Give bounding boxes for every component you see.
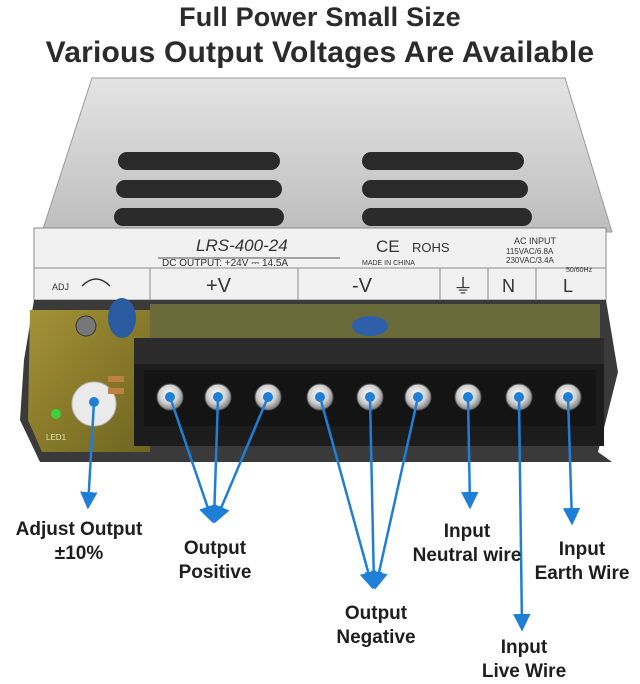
adj-label: ADJ	[52, 282, 69, 292]
callout-positive-line-2: Positive	[178, 562, 252, 583]
led-indicator	[51, 409, 61, 419]
callout-adjust-line-2: ±10%	[54, 543, 104, 564]
arrow-negative-2	[364, 396, 383, 590]
led-board-label: LED1	[46, 433, 67, 442]
arrow-adjust	[80, 401, 98, 510]
made-in-label: MADE IN CHINA	[362, 260, 415, 267]
headline-line-2: Various Output Voltages Are Available	[45, 36, 595, 69]
callout-adjust-line-1: Adjust Output	[15, 519, 143, 540]
terminal-label-live: L	[563, 276, 573, 296]
capacitor	[352, 316, 388, 336]
arrow-earth	[562, 396, 581, 526]
arrow-neutral	[460, 396, 479, 510]
arrow-live	[513, 396, 531, 632]
ac-input-230: 230VAC/3.4A	[506, 256, 555, 265]
ac-input-freq: 50/60Hz	[566, 267, 593, 274]
resistor	[108, 376, 124, 382]
adj-arc-icon	[81, 278, 111, 287]
arrow-positive-3	[213, 396, 270, 524]
callout-earth-line-1: Input	[558, 539, 606, 560]
model-label: LRS-400-24	[196, 236, 288, 255]
terminal-label-neutral: N	[502, 276, 515, 296]
callout-input-neutral: Input Neutral wire	[404, 520, 530, 568]
callout-negative-line-1: Output	[344, 603, 408, 624]
ce-mark: CE	[376, 237, 400, 256]
case-top-cover	[41, 77, 613, 233]
ac-input-title: AC INPUT	[514, 236, 557, 246]
callout-live-line-1: Input	[500, 637, 548, 658]
callout-input-earth: Input Earth Wire	[526, 538, 638, 586]
terminal-label-minus-v: -V	[352, 275, 373, 297]
rohs-label: ROHS	[412, 240, 450, 255]
callout-adjust-output: Adjust Output ±10%	[4, 518, 154, 566]
arrow-negative-1	[318, 396, 377, 590]
callout-input-live: Input Live Wire	[474, 636, 574, 684]
callout-arrows	[80, 396, 581, 632]
callout-output-positive: Output Positive	[160, 537, 270, 585]
vent-slots-right	[362, 152, 532, 226]
vent-slots-left	[114, 152, 284, 226]
callout-positive-line-1: Output	[183, 538, 247, 559]
arrow-positive-2	[205, 396, 224, 524]
arrow-negative-3	[370, 396, 420, 590]
callout-live-line-2: Live Wire	[481, 661, 567, 682]
dc-output-label: DC OUTPUT: +24V ⎓ 14.5A	[162, 258, 288, 269]
screw-post	[75, 315, 97, 337]
terminal-block	[134, 338, 604, 446]
resistor	[108, 388, 124, 394]
earth-symbol-icon: ⏚	[453, 276, 473, 298]
callout-output-negative: Output Negative	[316, 602, 436, 650]
ac-input-115: 115VAC/6.8A	[506, 247, 554, 256]
arrow-origin-dots	[89, 392, 573, 407]
callout-earth-line-2: Earth Wire	[534, 563, 630, 584]
headline-line-1: Full Power Small Size	[179, 2, 461, 32]
callout-neutral-line-2: Neutral wire	[412, 545, 522, 566]
arrow-positive-1	[168, 396, 216, 524]
terminal-label-plus-v: +V	[206, 275, 232, 297]
callout-negative-line-2: Negative	[336, 627, 416, 648]
callout-neutral-line-1: Input	[443, 521, 491, 542]
capacitor	[108, 298, 136, 338]
